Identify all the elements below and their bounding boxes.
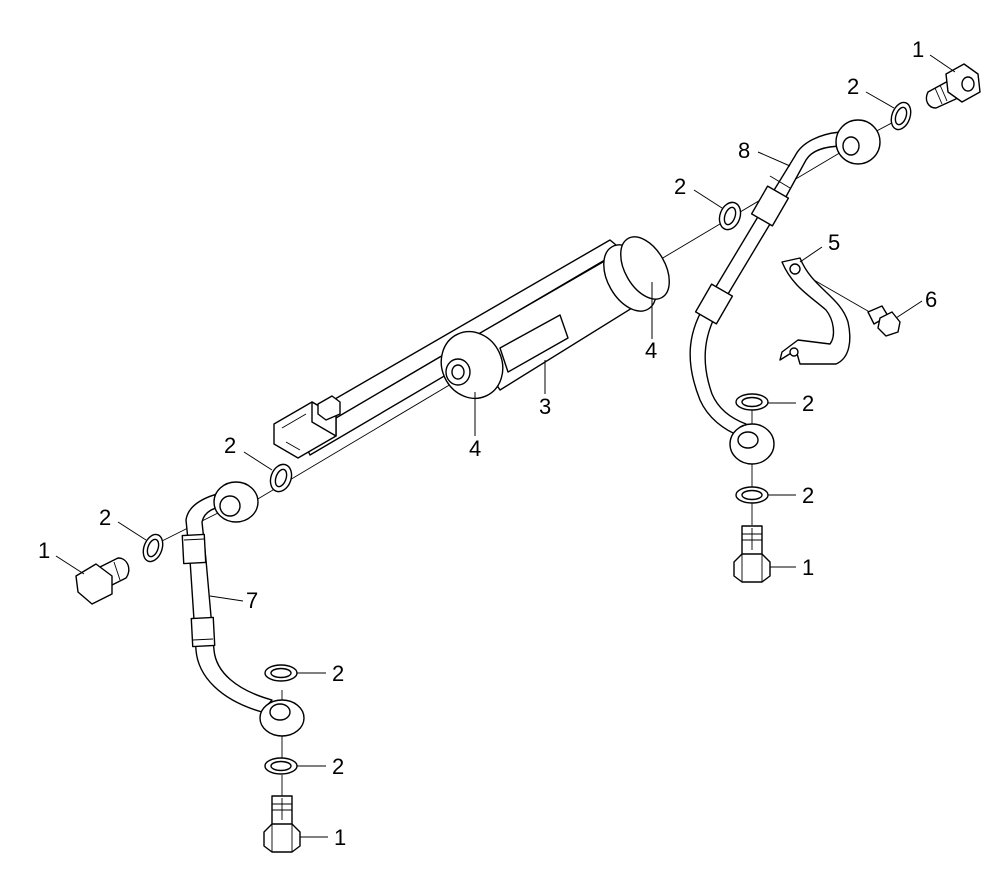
callout-2-bottom-upper: 2 <box>332 661 344 686</box>
washer-bottom-lower <box>264 757 298 775</box>
callout-8: 8 <box>738 138 750 163</box>
pipe-clamp <box>779 257 851 365</box>
left-fuel-pipe <box>181 481 305 737</box>
callout-1-top-right: 1 <box>912 37 924 62</box>
callout-2-right-lower: 2 <box>802 483 814 508</box>
callout-1-right-lower: 1 <box>802 555 814 580</box>
fuel-filter-assembly <box>273 236 670 459</box>
banjo-bolt-right-lower <box>733 525 771 583</box>
clamp-bolt <box>867 305 901 337</box>
callout-numbers: 1 2 8 2 5 6 4 3 4 2 2 1 7 2 2 1 2 2 1 <box>38 37 937 850</box>
callout-7: 7 <box>246 588 258 613</box>
right-fuel-pipe <box>689 119 881 465</box>
callout-2-right-upper: 2 <box>802 391 814 416</box>
callout-4-left: 4 <box>469 436 481 461</box>
washer-right-lower <box>735 486 769 504</box>
callout-5: 5 <box>828 230 840 255</box>
callout-2-center-upper: 2 <box>674 174 686 199</box>
leader-lines <box>55 54 956 838</box>
callout-2-left: 2 <box>99 505 111 530</box>
callout-6: 6 <box>925 287 937 312</box>
washer-top-right <box>890 101 912 131</box>
washer-center-upper <box>718 201 742 231</box>
callout-1-left: 1 <box>38 538 50 563</box>
banjo-bolt-left <box>75 557 130 605</box>
callout-1-bottom: 1 <box>334 825 346 850</box>
callout-2-top-right: 2 <box>847 74 859 99</box>
callout-3: 3 <box>539 394 551 419</box>
callout-2-bottom-lower: 2 <box>332 754 344 779</box>
callout-2-mid-left: 2 <box>224 433 236 458</box>
washer-left <box>142 533 164 563</box>
washer-mid-left <box>269 463 293 493</box>
washer-bottom-upper <box>264 664 298 682</box>
washer-right-upper <box>735 393 769 411</box>
sealing-washers <box>142 101 912 775</box>
banjo-bolt-bottom <box>263 795 301 853</box>
callout-4-right: 4 <box>645 338 657 363</box>
banjo-bolt-top-right <box>925 63 981 109</box>
